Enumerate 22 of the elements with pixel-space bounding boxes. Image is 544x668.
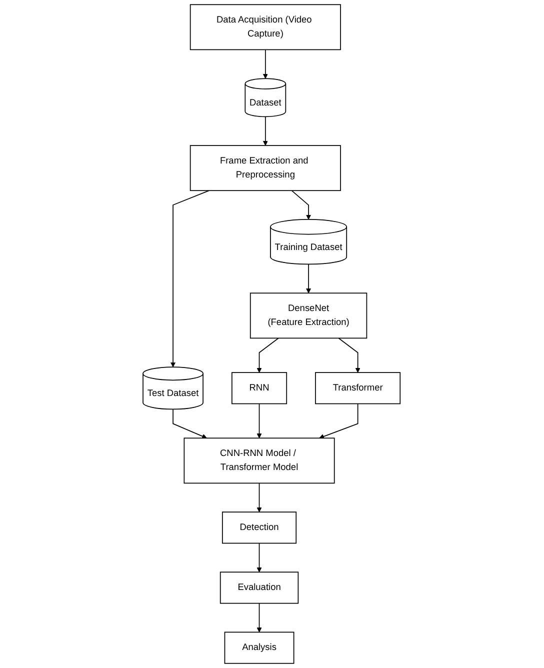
arrow <box>170 190 210 368</box>
arrow <box>257 338 280 373</box>
arrow <box>257 482 262 512</box>
arrow <box>292 190 312 220</box>
arrow <box>263 49 268 79</box>
arrow <box>257 602 262 632</box>
node-box: RNN <box>232 372 288 404</box>
arrow <box>257 403 262 438</box>
node-box: Frame Extraction and Preprocessing <box>190 145 342 192</box>
node-box: Analysis <box>224 632 295 664</box>
node-box: Transformer <box>315 372 401 404</box>
arrow <box>173 408 208 439</box>
node-box: CNN-RNN Model / Transformer Model <box>184 438 336 484</box>
node-box: DenseNet (Feature Extraction) <box>250 292 368 339</box>
node-box: Data Acquisition (Video Capture) <box>190 4 342 50</box>
arrow <box>306 264 312 294</box>
node-box: Evaluation <box>220 572 300 604</box>
arrow <box>320 403 359 439</box>
arrow <box>338 338 361 373</box>
arrow <box>263 116 268 146</box>
arrow <box>257 542 262 572</box>
node-box: Detection <box>222 512 297 544</box>
